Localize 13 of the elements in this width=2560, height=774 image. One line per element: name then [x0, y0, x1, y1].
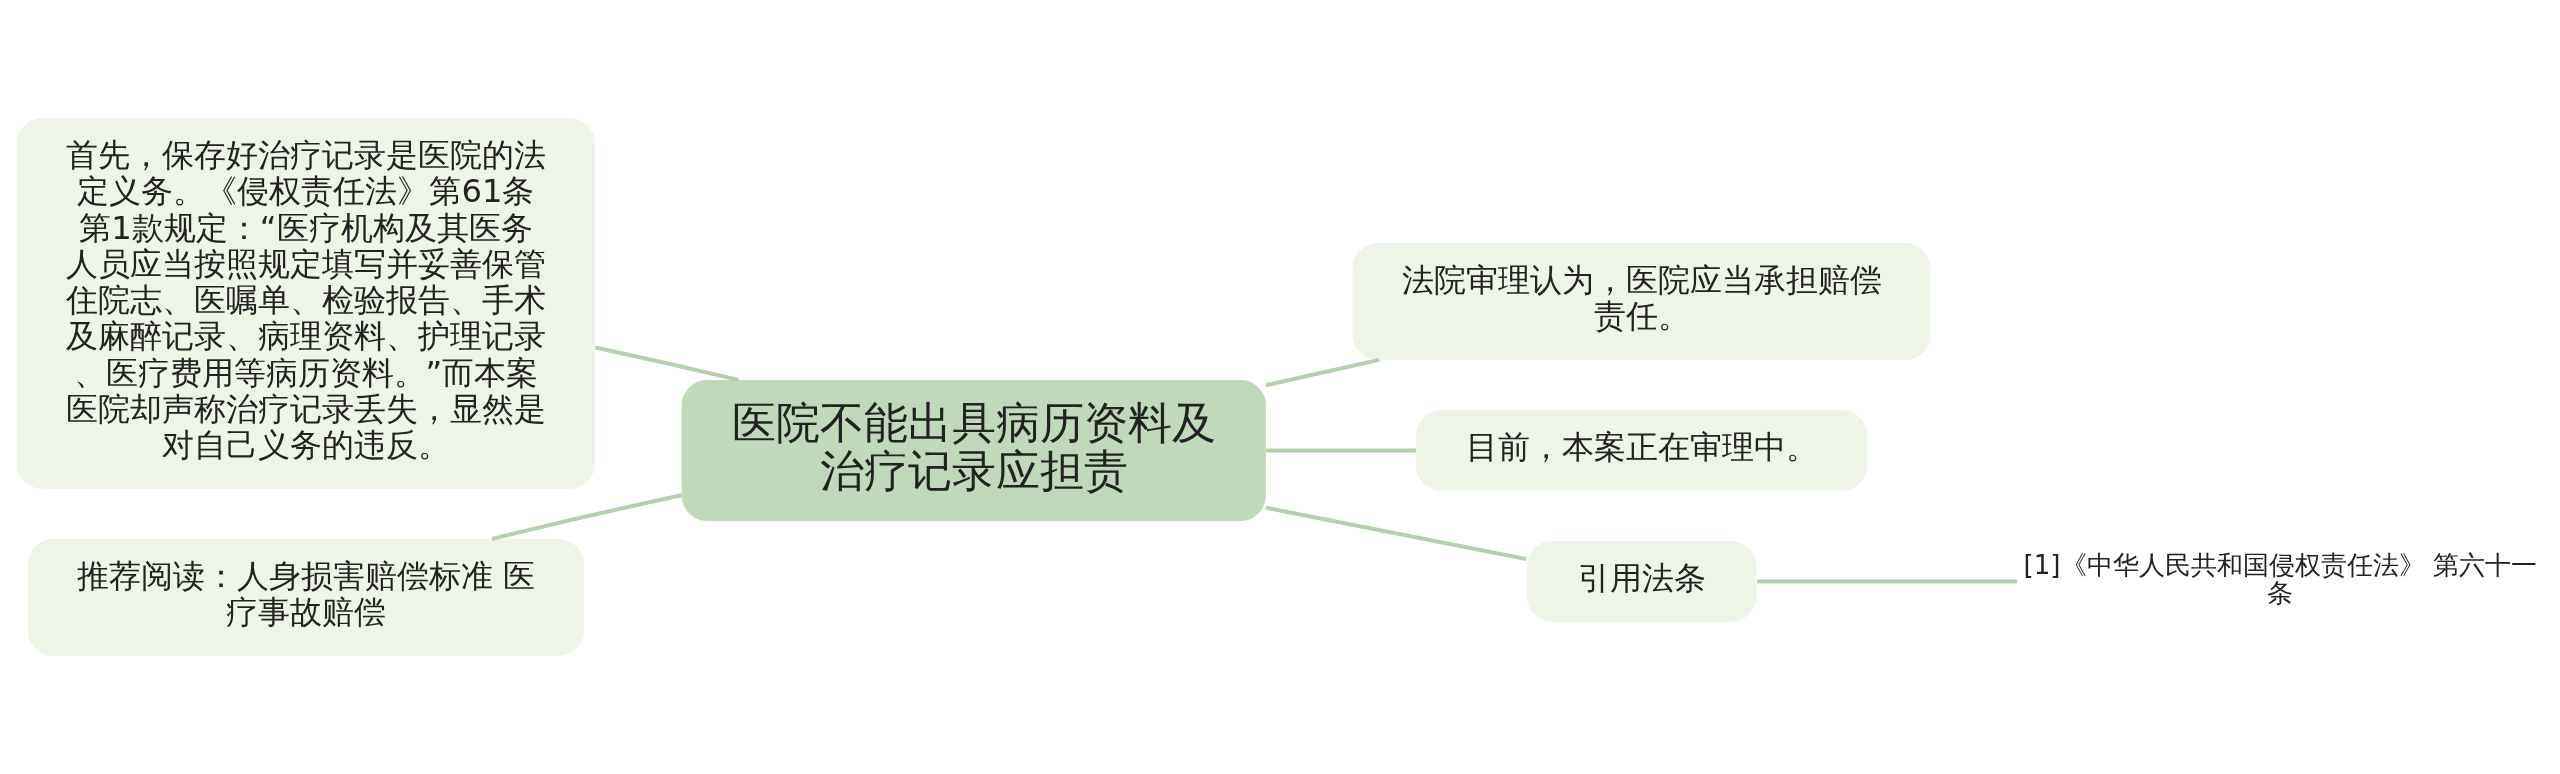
- node-box: 目前，本案正在审理中。: [1416, 410, 1868, 491]
- node-box: 首先，保存好治疗记录是医院的法定义务。《侵权责任法》第61条第1款规定：“医疗机构及其医务人员应当按照规定填写并妥善保管住院志、医嘱单、检验报告、手术及麻醉记录、病理资料、护理记录、医疗费用等病历资料。”而本案医院却声称治疗记录丢失，显然是对自己义务的违反。: [16, 118, 596, 489]
- node-box: 推荐阅读：人身损害赔偿标准 医疗事故赔偿: [27, 539, 584, 656]
- connector: [1265, 505, 1527, 562]
- node-box: 引用法条: [1526, 541, 1757, 622]
- node-box: 医院不能出具病历资料及治疗记录应担责: [681, 379, 1266, 521]
- connector: [491, 493, 682, 541]
- node-box: 法院审理认为，医院应当承担赔偿责任。: [1352, 242, 1931, 360]
- connector: [1757, 579, 2017, 584]
- node-text: [1]《中华人民共和国侵权责任法》 第六十一条: [2023, 550, 2537, 609]
- connector: [1265, 357, 1380, 388]
- connector: [1266, 448, 1416, 453]
- connector: [594, 345, 739, 382]
